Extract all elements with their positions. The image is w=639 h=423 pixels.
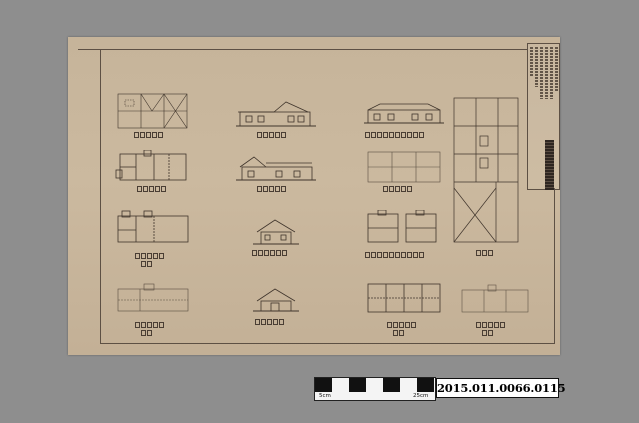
caption-4b (140, 330, 152, 337)
caption-5 (256, 132, 286, 139)
scale-ruler: 5cm 25cm (314, 377, 436, 401)
caption-14 (475, 322, 505, 329)
title-block (527, 43, 560, 190)
caption-13 (475, 250, 493, 257)
elevation-drawing-1 (236, 100, 316, 130)
caption-6 (256, 186, 286, 193)
caption-10 (382, 186, 412, 193)
plan-drawing-floor-3 (114, 283, 192, 315)
caption-3 (134, 253, 164, 260)
plan-drawing-8 (458, 284, 532, 316)
caption-2 (136, 186, 166, 193)
caption-8 (254, 319, 284, 326)
frame-left-line (100, 49, 101, 344)
caption-12b (392, 330, 404, 337)
caption-7 (251, 250, 287, 257)
plan-drawing-roof-1 (117, 92, 189, 130)
plan-drawing-5 (364, 150, 444, 184)
caption-12 (386, 322, 416, 329)
caption-1 (133, 132, 163, 139)
elevation-drawing-4 (253, 287, 299, 315)
drawing-sheet (68, 37, 560, 355)
elevation-drawing-5 (364, 100, 444, 128)
frame-bottom-line (100, 343, 555, 344)
plan-drawing-6 (364, 210, 444, 246)
ruler-left-label: 5cm (319, 393, 331, 399)
frame-right-line (554, 188, 555, 344)
accession-number-label: 2015.011.0066.0115 (436, 378, 566, 398)
caption-9 (364, 132, 424, 139)
caption-14b (481, 330, 493, 337)
plan-drawing-7 (364, 280, 444, 316)
plan-drawing-floor-1 (114, 150, 192, 184)
plan-drawing-floor-2 (114, 210, 192, 246)
caption-3b (140, 261, 152, 268)
elevation-drawing-3 (253, 218, 299, 248)
frame-top-line (78, 49, 528, 50)
seal-stamp (545, 140, 554, 190)
ruler-right-label: 25cm (413, 393, 429, 399)
elevation-drawing-2 (236, 153, 316, 185)
caption-4 (134, 322, 164, 329)
caption-11 (364, 252, 424, 259)
site-plan-drawing (452, 96, 522, 246)
